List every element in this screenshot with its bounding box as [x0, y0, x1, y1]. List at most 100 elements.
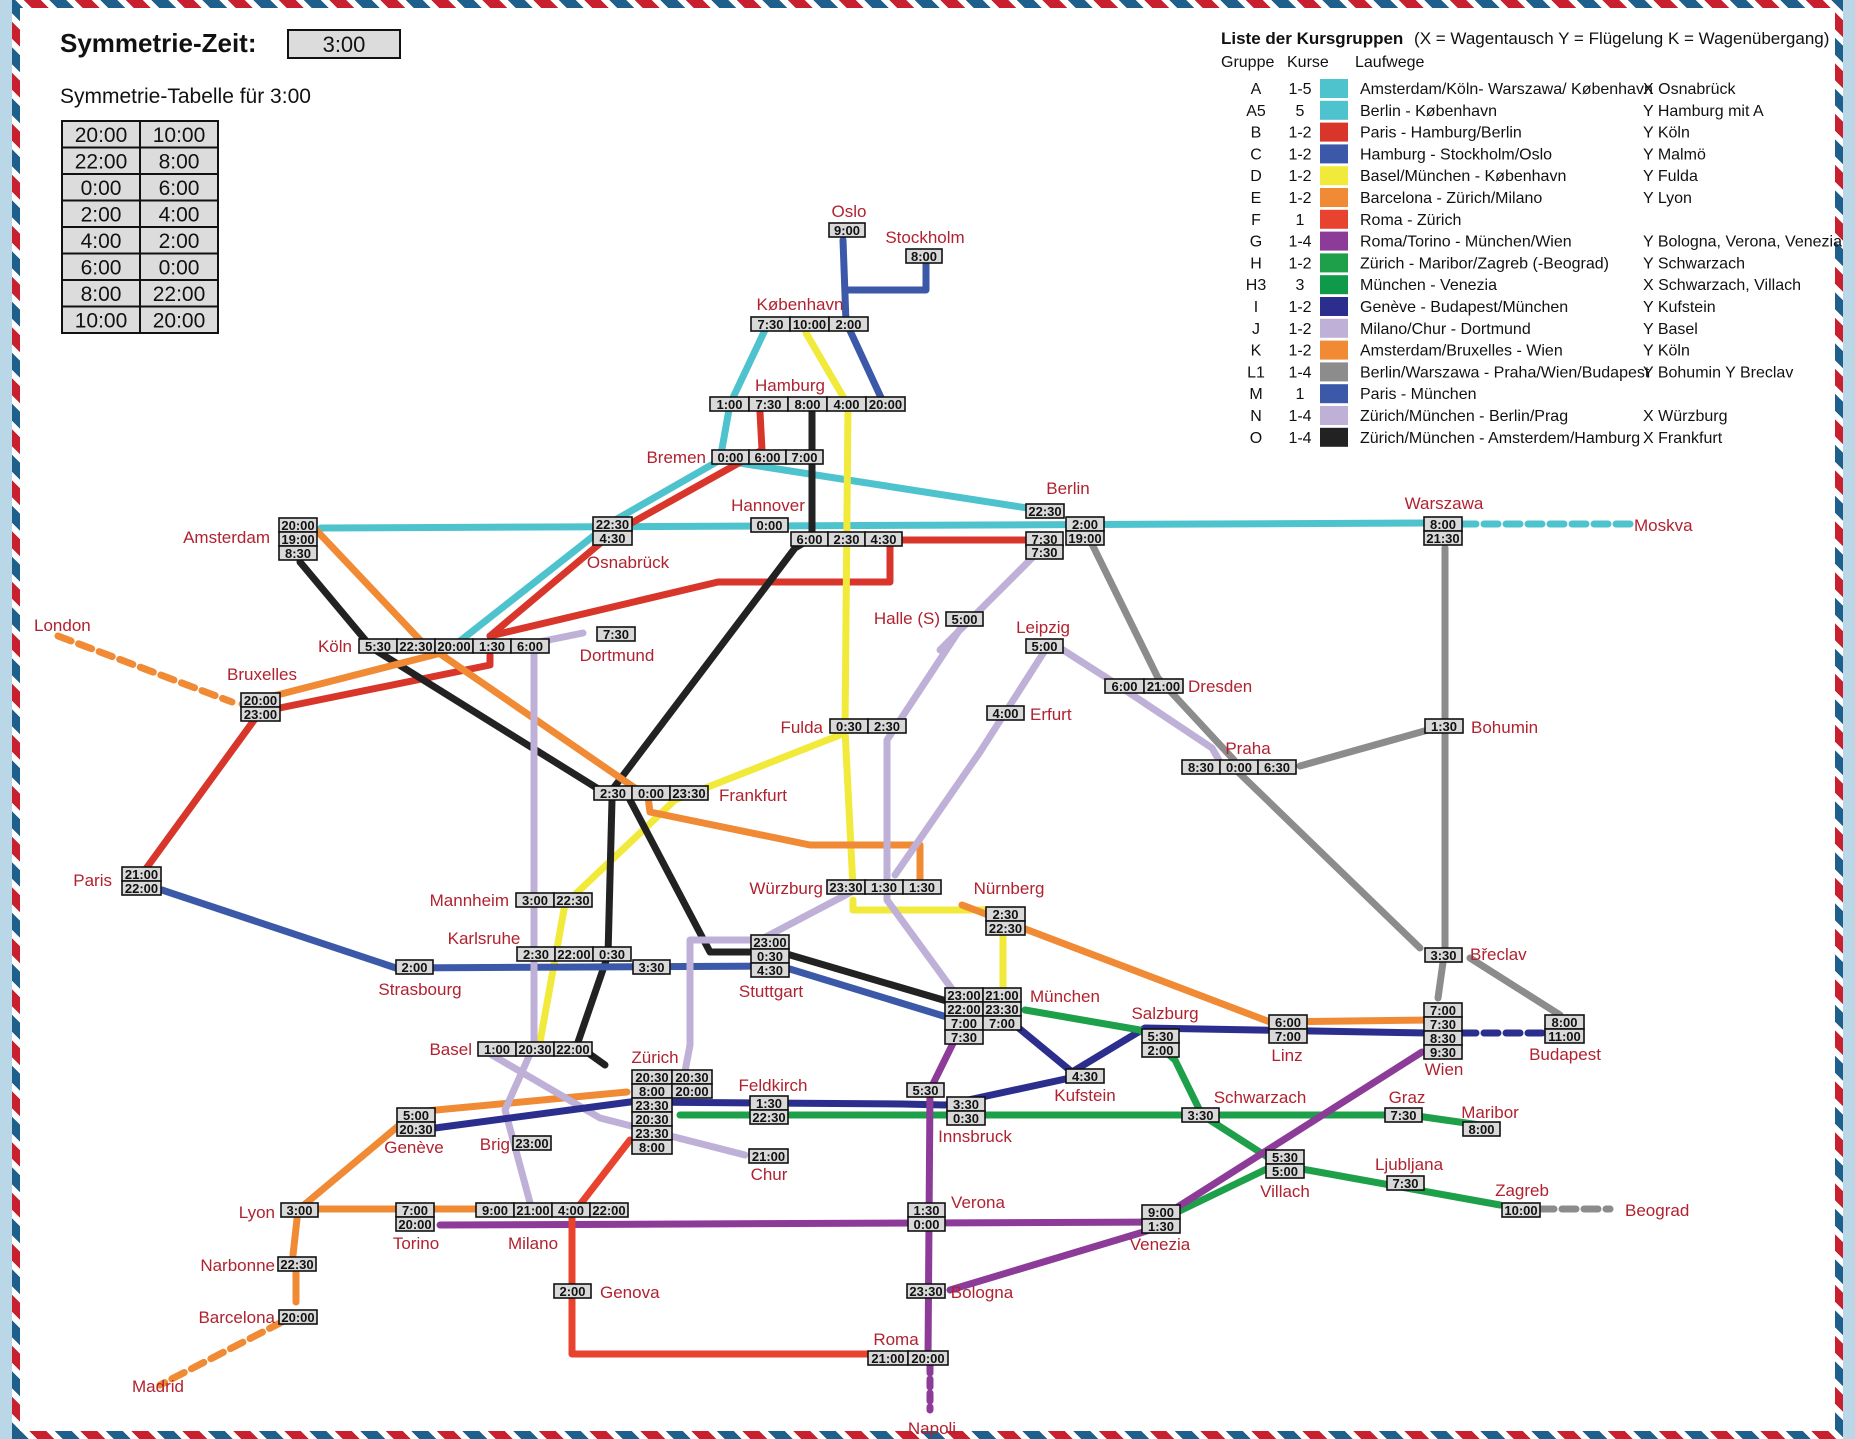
time-cell — [553, 1041, 593, 1057]
legend-note: X Frankfurt — [1643, 430, 1723, 447]
legend-note: Y Schwarzach — [1643, 255, 1745, 272]
symmetry-cell-value: 6:00 — [159, 177, 200, 200]
city-label-madrid: Madrid — [132, 1377, 184, 1396]
city-label-munchen: München — [1030, 987, 1100, 1006]
time-cell — [553, 1283, 592, 1299]
time-value: 22:30 — [280, 1257, 313, 1272]
route-o-munchen — [626, 796, 954, 1006]
time-cell — [669, 785, 709, 801]
time-value: 3:00 — [286, 1203, 312, 1218]
city-label-stuttgart: Stuttgart — [739, 982, 804, 1001]
time-box-genova: 2:00 — [553, 1283, 592, 1299]
time-value: 5:30 — [1272, 1150, 1298, 1165]
legend-route: Genève - Budapest/München — [1360, 299, 1568, 316]
route-a-kobenhavn — [716, 326, 1044, 514]
symmetry-header: Symmetrie-Zeit: 3:00 Symmetrie-Tabelle f… — [60, 28, 401, 108]
symmetry-time-value: 3:00 — [323, 32, 366, 57]
time-cell — [240, 706, 281, 722]
time-cell — [906, 1283, 946, 1299]
time-value: 23:30 — [985, 1002, 1018, 1017]
city-label-hamburg: Hamburg — [755, 376, 825, 395]
time-value: 7:30 — [1031, 545, 1057, 560]
time-value: 7:00 — [402, 1203, 428, 1218]
symmetry-cell — [139, 120, 219, 149]
route-n-praha — [1056, 644, 1224, 766]
time-value: 4:00 — [558, 1203, 584, 1218]
time-value: 23:30 — [635, 1098, 668, 1113]
time-value: 2:30 — [874, 719, 900, 734]
symmetry-cell — [139, 146, 219, 175]
legend-note: Y Köln — [1643, 125, 1690, 142]
city-label-zurich: Zürich — [631, 1048, 678, 1067]
time-value: 11:00 — [1548, 1029, 1581, 1044]
city-label-leipzig: Leipzig — [1016, 618, 1070, 637]
legend-swatch — [1320, 100, 1348, 120]
time-value: 22:30 — [596, 517, 629, 532]
route-m-paris-munchen — [158, 886, 954, 1022]
time-cell — [278, 545, 318, 561]
time-value: 8:00 — [639, 1084, 665, 1099]
city-label-warszawa: Warszawa — [1405, 494, 1484, 513]
time-value: 7:30 — [1031, 532, 1057, 547]
legend-group: A5 — [1246, 103, 1266, 120]
city-label-chur: Chur — [751, 1165, 788, 1184]
time-value: 23:30 — [909, 1284, 942, 1299]
time-value: 5:00 — [1272, 1164, 1298, 1179]
legend-route: Amsterdam/Bruxelles - Wien — [1360, 343, 1563, 360]
symmetry-cell-value: 6:00 — [81, 257, 122, 280]
symmetry-cell — [139, 279, 219, 308]
time-cell — [1025, 544, 1064, 560]
time-box-strasbourg: 2:00 — [395, 959, 434, 975]
time-cell — [395, 1216, 435, 1232]
time-box-verona: 1:300:00 — [907, 1202, 946, 1232]
city-label-breclav: Břeclav — [1470, 945, 1527, 964]
time-value: 4:00 — [992, 706, 1018, 721]
time-value: 4:00 — [833, 397, 859, 412]
time-value: 8:00 — [639, 1140, 665, 1155]
legend-group: J — [1252, 321, 1260, 338]
route-h-munchen — [1021, 1006, 1504, 1209]
time-value: 21:00 — [516, 1203, 549, 1218]
time-cell — [1065, 530, 1105, 546]
city-label-roma: Roma — [873, 1330, 919, 1349]
time-box-halle: 5:00 — [945, 611, 984, 627]
time-value: 22:00 — [557, 947, 590, 962]
time-box-dortmund: 7:30 — [596, 626, 636, 642]
symmetry-cell-value: 2:00 — [81, 204, 122, 227]
legend-route: Roma/Torino - München/Wien — [1360, 234, 1572, 251]
time-value: 21:00 — [871, 1351, 904, 1366]
time-box-salzburg: 5:302:00 — [1141, 1028, 1180, 1058]
time-value: 22:00 — [125, 881, 158, 896]
time-cell — [1501, 1202, 1541, 1218]
time-box-maribor: 8:00 — [1462, 1121, 1501, 1137]
time-value: 3:30 — [638, 960, 664, 975]
time-box-linz: 6:007:00 — [1268, 1014, 1308, 1044]
time-box-osnabruck: 22:304:30 — [592, 516, 633, 546]
time-box-oslo: 9:00 — [828, 222, 866, 238]
time-value: 23:00 — [947, 988, 980, 1003]
time-box-kufstein: 4:30 — [1065, 1068, 1105, 1084]
legend-route: Basel/München - København — [1360, 168, 1566, 185]
time-cell — [946, 1110, 986, 1126]
legend-swatch — [1320, 209, 1348, 229]
time-value: 5:00 — [951, 612, 977, 627]
time-cell — [1268, 1028, 1308, 1044]
route-e-madrid — [156, 1318, 286, 1389]
time-value: 6:00 — [1111, 679, 1137, 694]
time-value: 20:00 — [281, 518, 314, 533]
time-cell — [750, 962, 790, 978]
